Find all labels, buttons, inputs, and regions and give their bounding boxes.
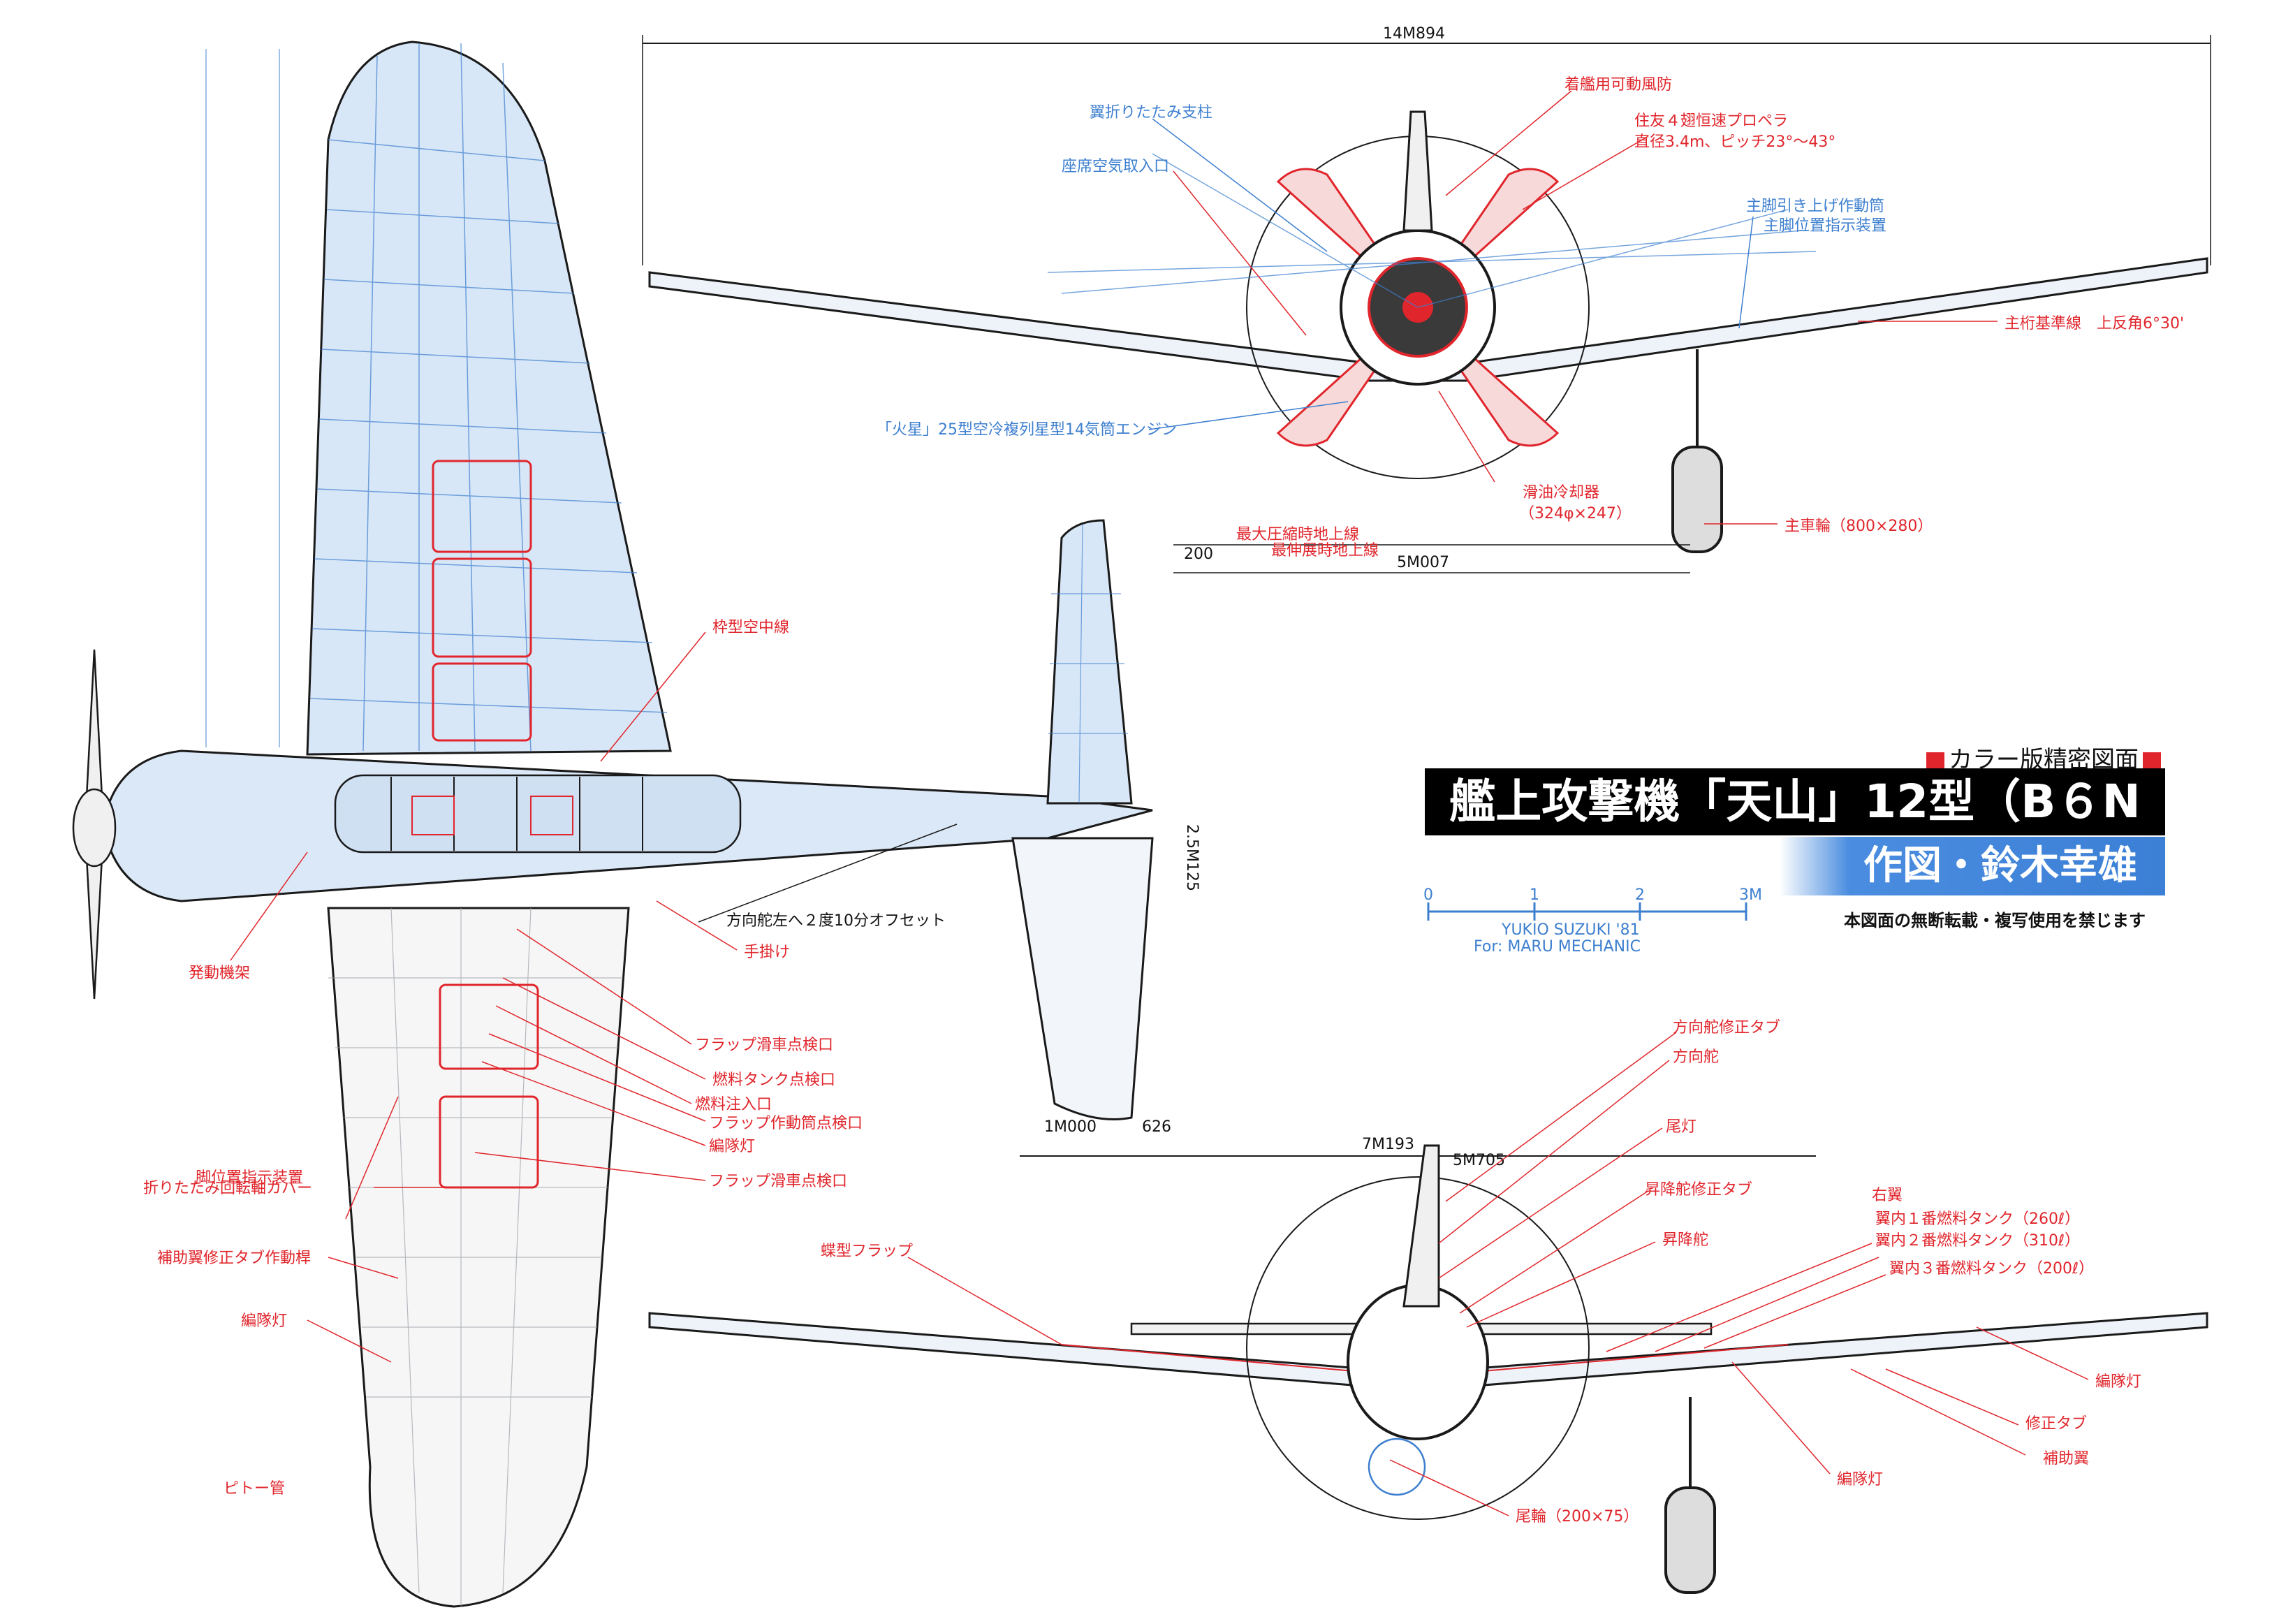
label-spar-line: 主桁基準線 上反角6°30' [2005,315,2184,332]
plan-leaders [230,631,738,1363]
label-flap-actuator: フラップ作動筒点検口 [709,1115,863,1132]
label-oil-cooler-size: （324φ×247） [1519,505,1632,522]
canopy-frames [390,777,643,851]
title-subtitle: カラー版精密図面 [1425,740,2165,774]
dim-track: 5M007 [1397,554,1449,571]
label-hand-hold: 手掛け [744,944,790,961]
upper-wing [306,41,672,756]
label-aileron: 補助翼 [2043,1450,2089,1468]
label-fuel-filler: 燃料注入口 [695,1096,772,1113]
front-reference-lines [1047,153,1817,308]
scale-tick-1: 1 [1530,886,1539,904]
label-pitot: ピトー管 [223,1480,285,1498]
label-propeller-spec: 直径3.4m、ピッチ23°～43° [1634,133,1835,151]
scale-signature: YUKIO SUZUKI '81 [1501,921,1640,939]
label-engine-mount: 発動機架 [189,965,250,982]
scale-tick-0: 0 [1423,886,1433,904]
rear-leaders [907,1032,2089,1516]
dim-tail-span: 7M193 [1362,1136,1414,1153]
rear-prop-disc [1246,1176,1590,1520]
label-fuel-tank-inspect: 燃料タンク点検口 [712,1071,835,1089]
label-fold-cover: 折りたたみ回転軸カバー [143,1180,312,1197]
front-view [642,35,2211,573]
label-right-wing: 右翼 [1872,1187,1903,1204]
dim-elevator-b: 626 [1142,1118,1171,1136]
label-tank-1: 翼内１番燃料タンク（260ℓ） [1875,1210,2080,1228]
label-gear-actuator: 主脚引き上げ作動筒 [1746,198,1884,215]
label-elevator: 昇降舵 [1662,1231,1708,1249]
label-main-wheel: 主車輪（800×280） [1784,518,1933,535]
scale-for: For: MARU MECHANIC [1474,938,1641,956]
rear-main-gear [1664,1397,1716,1594]
canopy [334,774,742,854]
upper-wing-grid [309,43,668,752]
label-propeller: 住友４翅恒速プロペラ [1634,112,1788,130]
scale-tick-2: 2 [1635,886,1645,904]
red-square-icon [1926,752,1944,770]
label-wing-fold-strut: 翼折りたたみ支柱 [1090,104,1212,122]
label-rudder-offset: 方向舵左へ２度10分オフセット [726,912,946,930]
label-formation-light-b: 編隊灯 [1837,1471,1883,1488]
dim-tail-half: 5M705 [1453,1152,1505,1169]
front-leaders-blue [1148,118,1754,430]
lower-wing-grid [328,907,623,1607]
label-engine: 「火星」25型空冷複列星型14気筒エンジン [877,421,1177,439]
dim-span: 14M894 [1383,25,1445,43]
scale-tick-3: 3M [1739,886,1762,904]
front-fin [1402,110,1433,232]
label-max-extend: 最伸展時地上線 [1271,542,1379,559]
label-flap-roller-1: フラップ滑車点検口 [695,1037,833,1054]
spinner [72,788,117,868]
label-flap-roller-2: フラップ滑車点検口 [709,1173,847,1190]
label-windshield: 着艦用可動風防 [1564,76,1672,94]
label-gear-position: 脚位置指示装置 [196,1169,303,1187]
title-bar: 艦上攻撃機「天山」12型（B６N２） [1425,768,2165,895]
dim-tail-offset: 2.5M125 [1183,824,1201,891]
label-cockpit-intake: 座席空気取入口 [1062,158,1169,175]
rear-wing-red-detail [1061,1344,1789,1373]
lower-stabilizer [1011,837,1154,1120]
label-elevator-tab: 昇降舵修正タブ [1645,1181,1752,1199]
tail-wheel [1368,1438,1426,1496]
rear-fin [1402,1144,1440,1308]
label-oil-cooler: 滑油冷却器 [1523,484,1599,502]
canopy-red-detail [411,796,573,835]
label-rudder: 方向舵 [1673,1048,1719,1066]
stabilizer-grid [1048,523,1128,804]
front-leaders [1173,90,1998,525]
label-aileron-tab-rod: 補助翼修正タブ作動桿 [157,1250,311,1267]
copyright-notice: 本図面の無断転載・複写使用を禁じます [1844,911,2146,930]
label-max-compress: 最大圧縮時地上線 [1236,526,1359,543]
label-tank-2: 翼内２番燃料タンク（310ℓ） [1875,1232,2080,1250]
label-formation-light-a: 編隊灯 [2095,1373,2141,1391]
dim-elevator-a: 1M000 [1044,1118,1097,1136]
upper-stabilizer [1046,519,1133,805]
label-formation-light-2: 編隊灯 [241,1312,287,1330]
label-tail-wheel: 尾輪（200×75） [1516,1508,1639,1526]
credit-bar: 作図・鈴木幸雄 [1780,837,2165,895]
label-formation-light-1: 編隊灯 [709,1138,755,1155]
rear-view [648,1144,2208,1594]
red-square-icon [2143,752,2161,770]
label-tail-light: 尾灯 [1666,1118,1696,1136]
scale-bar [1427,902,1747,921]
dim-height: 200 [1184,546,1213,563]
label-gear-indicator: 主脚位置指示装置 [1764,217,1886,235]
plan-view [72,41,1154,1608]
label-frame-line: 枠型空中線 [712,619,789,636]
main-gear [1671,349,1723,553]
label-rudder-tab: 方向舵修正タブ [1673,1019,1780,1037]
label-trim-tab: 修正タブ [2025,1415,2087,1433]
label-tank-3: 翼内３番燃料タンク（200ℓ） [1889,1260,2094,1278]
label-split-flap: 蝶型フラップ [821,1243,913,1260]
station-ruler [205,49,280,747]
